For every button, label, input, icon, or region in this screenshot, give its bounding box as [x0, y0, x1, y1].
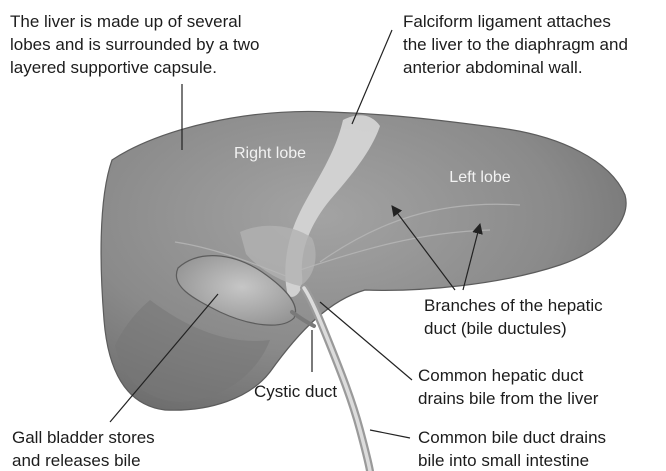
cystic-duct-caption: Cystic duct	[254, 380, 337, 403]
common-bile-leader-line	[370, 430, 410, 438]
gall-bladder-caption: Gall bladder stores and releases bile	[12, 426, 155, 471]
common-hepatic-duct-caption: Common hepatic duct drains bile from the…	[418, 364, 598, 410]
falciform-leader-line	[352, 30, 392, 124]
right-lobe-label: Right lobe	[234, 145, 306, 162]
left-lobe-label: Left lobe	[449, 169, 510, 186]
liver-capsule-caption: The liver is made up of several lobes an…	[10, 10, 260, 79]
common-hepatic-leader-line	[320, 302, 412, 380]
falciform-ligament-caption: Falciform ligament attaches the liver to…	[403, 10, 628, 79]
hepatic-duct-branches-caption: Branches of the hepatic duct (bile ductu…	[424, 294, 603, 340]
common-bile-duct-caption: Common bile duct drains bile into small …	[418, 426, 606, 471]
